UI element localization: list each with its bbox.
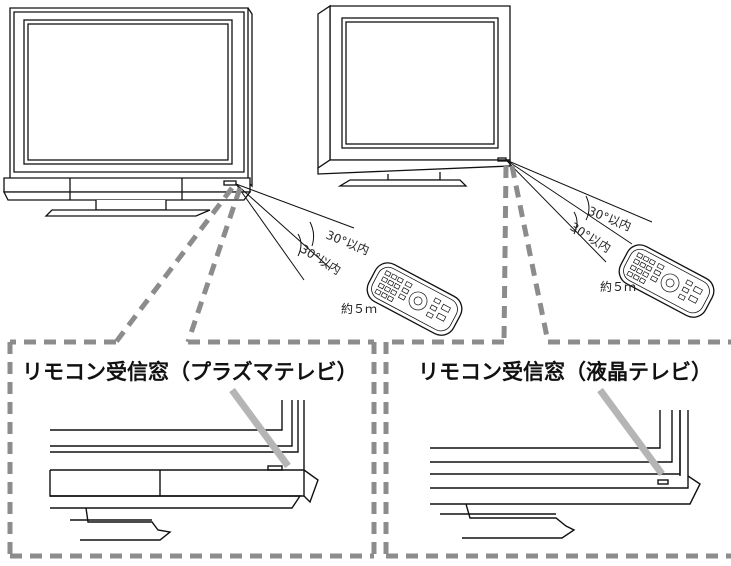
plasma-range-lines: [235, 183, 355, 281]
plasma-distance: 約５ｍ: [341, 302, 378, 316]
plasma-caption: リモコン受信窓（プラズマテレビ）: [22, 360, 358, 384]
plasma-pointer: [229, 387, 291, 469]
lcd-callout-dashes: [386, 165, 731, 345]
lcd-closeup: [430, 410, 701, 539]
lcd-range-lines: [505, 159, 653, 263]
plasma-detail-box: [7, 342, 377, 559]
lcd-detail-box: [383, 342, 731, 559]
lcd-pointer: [597, 387, 665, 477]
lcd-tv: [317, 4, 511, 187]
plasma-closeup: [49, 400, 319, 541]
plasma-remote: [366, 262, 463, 336]
lcd-caption: リモコン受信窓（液晶テレビ）: [418, 360, 712, 384]
lcd-distance: 約５ｍ: [600, 280, 637, 294]
plasma-tv: [2, 7, 253, 217]
plasma-callout-dashes: [10, 186, 374, 345]
lcd-remote: [618, 244, 715, 318]
